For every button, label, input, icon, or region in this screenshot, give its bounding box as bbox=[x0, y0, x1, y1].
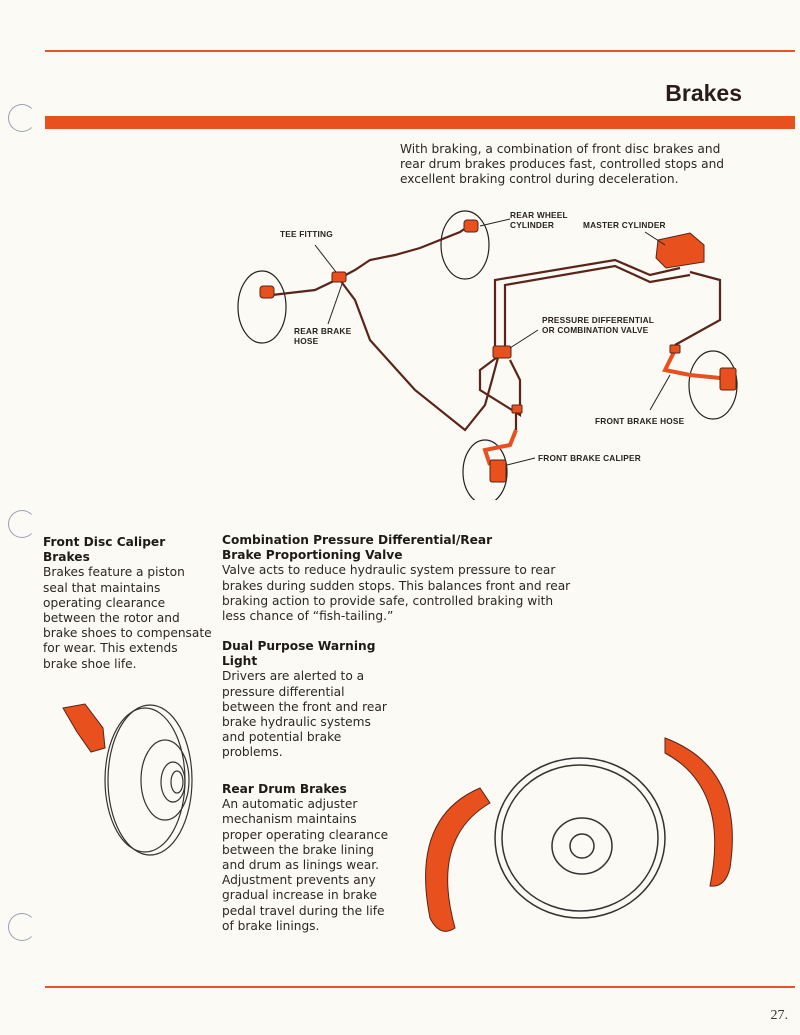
section-front-disc: Front Disc Caliper Brakes Brakes feature… bbox=[43, 535, 213, 672]
bottom-rule bbox=[45, 986, 795, 988]
brake-system-diagram bbox=[237, 210, 738, 500]
binder-hole bbox=[8, 104, 36, 132]
brake-pad bbox=[62, 703, 106, 753]
binder-hole bbox=[8, 510, 36, 538]
section-warning-light: Dual Purpose Warning Light Drivers are a… bbox=[222, 639, 392, 761]
label-front-brake-hose: FRONT BRAKE HOSE bbox=[595, 416, 685, 426]
label-line: HOSE bbox=[294, 336, 319, 346]
left-rear-wheel-cylinder bbox=[259, 285, 275, 299]
header-bar bbox=[45, 116, 795, 129]
section-heading: Front Disc Caliper Brakes bbox=[43, 535, 166, 565]
brake-shoe-right bbox=[664, 737, 733, 887]
section-heading: Dual Purpose Warning Light bbox=[222, 639, 376, 669]
label-master-cylinder: MASTER CYLINDER bbox=[583, 220, 666, 230]
section-combination-valve: Combination Pressure Differential/Rear B… bbox=[222, 533, 572, 624]
section-text: Brakes feature a piston seal that mainta… bbox=[43, 565, 212, 671]
label-line: CYLINDER bbox=[510, 220, 555, 230]
label-line: REAR WHEEL bbox=[510, 210, 568, 220]
intro-paragraph: With braking, a combination of front dis… bbox=[400, 142, 725, 187]
label-line: PRESSURE DIFFERENTIAL bbox=[542, 315, 655, 325]
section-text: An automatic adjuster mechanism maintain… bbox=[222, 797, 389, 933]
section-heading: Combination Pressure Differential/Rear B… bbox=[222, 533, 493, 563]
pressure-differential-valve bbox=[492, 345, 512, 359]
components bbox=[259, 219, 737, 483]
label-line: OR COMBINATION VALVE bbox=[542, 325, 649, 335]
label-line: REAR BRAKE bbox=[294, 326, 352, 336]
drum-brake-illustration bbox=[425, 737, 733, 932]
master-cylinder bbox=[655, 232, 705, 269]
section-text: Valve acts to reduce hydraulic system pr… bbox=[222, 563, 571, 624]
brake-shoe-left bbox=[425, 787, 491, 932]
tee-fitting bbox=[331, 271, 347, 283]
page-title: Brakes bbox=[665, 80, 742, 106]
brake-hoses bbox=[482, 349, 721, 466]
right-front-caliper bbox=[719, 367, 737, 391]
disc-rotor-illustration bbox=[62, 703, 193, 856]
section-heading: Rear Drum Brakes bbox=[222, 782, 347, 796]
left-front-caliper bbox=[489, 459, 507, 483]
section-rear-drum: Rear Drum Brakes An automatic adjuster m… bbox=[222, 782, 392, 934]
leader-lines bbox=[314, 218, 671, 466]
label-front-brake-caliper: FRONT BRAKE CALIPER bbox=[538, 453, 641, 463]
section-text: Drivers are alerted to a pressure differ… bbox=[222, 669, 387, 760]
wheel-outlines bbox=[237, 210, 738, 500]
right-rear-wheel-cylinder bbox=[463, 219, 479, 233]
label-tee-fitting: TEE FITTING bbox=[280, 229, 333, 239]
binder-hole bbox=[8, 913, 36, 941]
top-rule bbox=[45, 50, 795, 52]
page-number: 27. bbox=[770, 1008, 789, 1023]
